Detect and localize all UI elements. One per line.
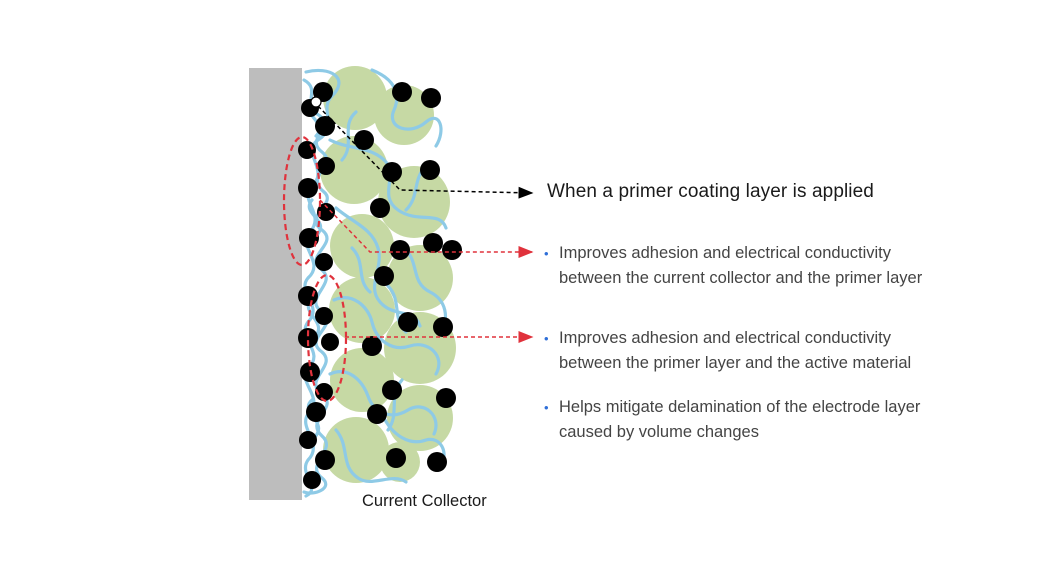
bullet-text-line: Improves adhesion and electrical conduct… (559, 244, 892, 262)
collector-interface-arrow (319, 199, 534, 258)
primer-particle-highlight (310, 96, 322, 108)
bullet-text-line: caused by volume changes (559, 423, 759, 441)
bullet-item: • Improves adhesion and electrical condu… (544, 241, 922, 291)
bullet-text-line: Improves adhesion and electrical conduct… (559, 329, 892, 347)
bullet-dot-icon: • (544, 331, 549, 346)
primer-layer-heading: When a primer coating layer is applied (547, 181, 874, 202)
current-collector-label: Current Collector (362, 492, 487, 510)
bullet-item: • Improves adhesion and electrical condu… (544, 326, 911, 376)
bullet-item: • Helps mitigate delamination of the ele… (544, 395, 920, 445)
bullet-text-line: between the current collector and the pr… (559, 269, 923, 287)
primer-layer-arrow (317, 105, 534, 199)
current-collector (249, 68, 302, 500)
bullet-dot-icon: • (544, 246, 549, 261)
bullet-text-line: between the primer layer and the active … (559, 354, 912, 372)
conductive-particles (298, 82, 462, 489)
active-material-interface-highlight (306, 273, 348, 403)
bullet-text-line: Helps mitigate delamination of the elect… (559, 398, 921, 416)
bullet-dot-icon: • (544, 400, 549, 415)
